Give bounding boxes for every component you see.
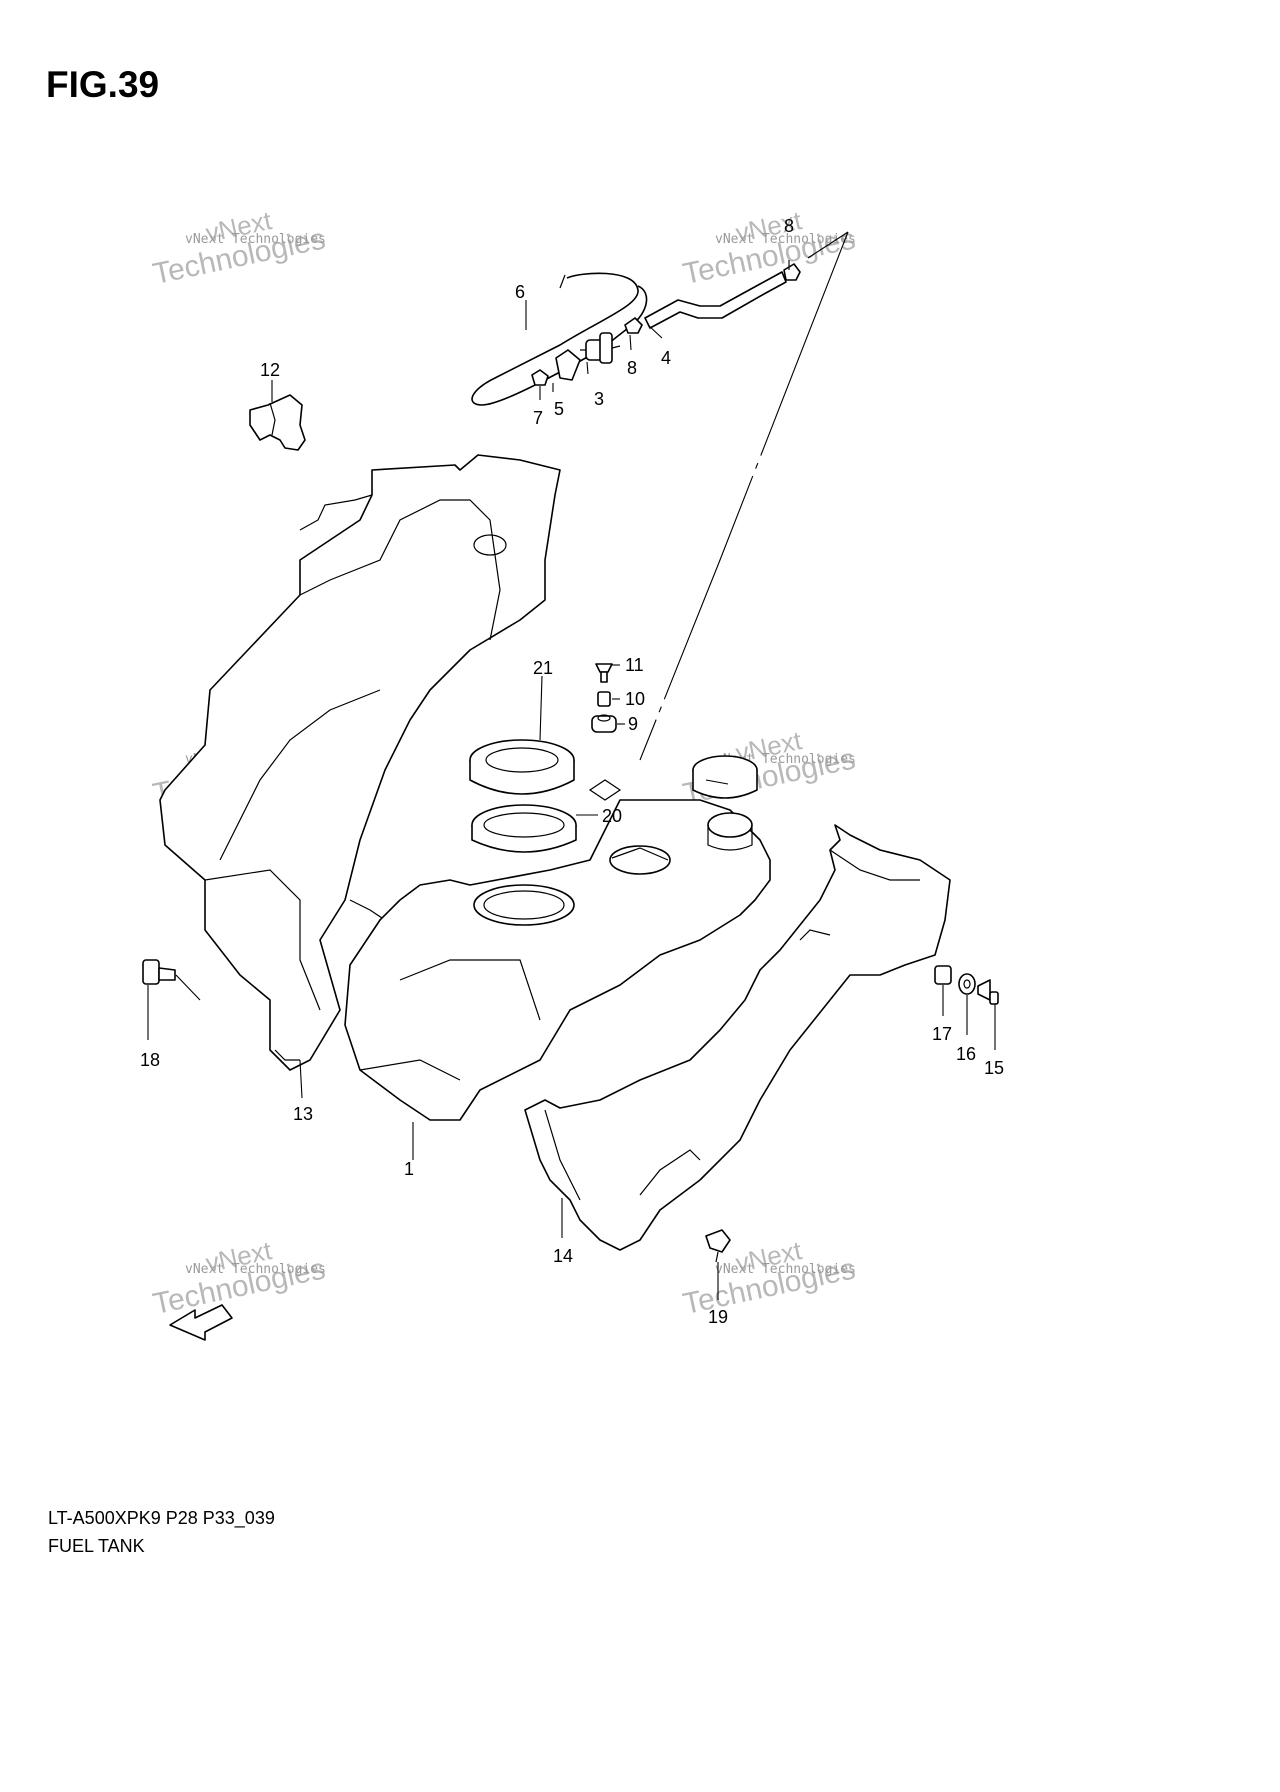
part-9-grommet (591, 714, 617, 733)
front-arrow-icon (169, 1304, 233, 1341)
part-11-screw (595, 663, 613, 683)
watermark-text: vNext Technologies (185, 1262, 326, 1277)
label-part-18: 18 (140, 1050, 160, 1070)
label-part-21: 21 (533, 658, 553, 678)
label-part-13: 13 (293, 1104, 313, 1124)
label-part-17: 17 (932, 1024, 952, 1044)
part-labels: 1 3 4 5 6 7 8 8 9 10 11 12 13 14 15 16 1… (140, 216, 1004, 1327)
part-3-check-valve (580, 332, 621, 364)
part-14-side-cover (524, 824, 951, 1251)
label-part-16: 16 (956, 1044, 976, 1064)
label-part-10: 10 (625, 689, 645, 709)
part-8b-hose-clamp (783, 263, 801, 281)
part-10-collar (597, 691, 611, 707)
label-part-7: 7 (533, 408, 543, 428)
label-part-4: 4 (661, 348, 671, 368)
section-name: FUEL TANK (48, 1536, 145, 1556)
part-21-fuel-cap-ring (469, 739, 575, 795)
part-19-push-clip (705, 1229, 731, 1263)
label-part-3: 3 (594, 389, 604, 409)
part-17-collar (934, 965, 952, 985)
label-part-11: 11 (625, 655, 644, 675)
label-part-15: 15 (984, 1058, 1004, 1078)
label-part-8: 8 (627, 358, 637, 378)
label-part-6: 6 (515, 282, 525, 302)
fuel-cap (692, 755, 758, 799)
part-4-hose (644, 271, 787, 329)
label-part-12: 12 (260, 360, 280, 380)
watermark-text: vNext Technologies (715, 232, 856, 247)
part-16-washer (958, 973, 976, 995)
watermark-text: vNext Technologies (185, 232, 326, 247)
part-15-bolt (977, 979, 999, 1005)
part-7-hose-clamp (531, 369, 549, 386)
part-18-bolt (142, 959, 176, 985)
figure-title: FIG.39 (46, 64, 160, 105)
leader-lines (147, 231, 996, 1300)
watermark-text: vNext Technologies (715, 1262, 856, 1277)
part-5-clip (555, 349, 581, 381)
part-8-hose-clamp (624, 317, 643, 334)
part-6-breather-hose (471, 272, 648, 406)
label-part-14: 14 (553, 1246, 573, 1266)
part-20-gasket (471, 804, 577, 853)
part-13-tank-cover (159, 454, 561, 1071)
label-part-20: 20 (602, 806, 622, 826)
part-1-fuel-tank (344, 779, 771, 1121)
part-12-clamp (249, 394, 306, 451)
model-code: LT-A500XPK9 P28 P33_039 (48, 1508, 275, 1528)
label-part-1: 1 (404, 1159, 414, 1179)
label-part-5: 5 (554, 399, 564, 419)
label-part-19: 19 (708, 1307, 728, 1327)
label-part-8b: 8 (784, 216, 794, 236)
label-part-9: 9 (628, 714, 638, 734)
